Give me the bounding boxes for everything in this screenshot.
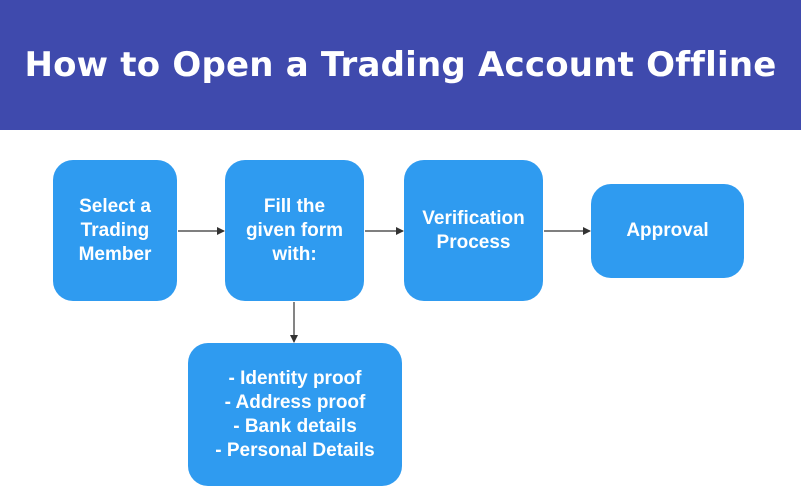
step-select-trading-member: Select a Trading Member [53,160,177,301]
title-banner: How to Open a Trading Account Offline [0,0,801,130]
step-label: Select a Trading Member [78,195,152,265]
step-approval: Approval [591,184,744,278]
step-label: Verification Process [422,207,525,253]
step-fill-form: Fill the given form with: [225,160,364,301]
documents-label: - Identity proof - Address proof - Bank … [215,367,375,461]
step-label: Approval [626,220,709,241]
page-title: How to Open a Trading Account Offline [24,45,777,85]
step-label: Fill the given form with: [245,195,344,265]
form-documents-list: - Identity proof - Address proof - Bank … [188,343,402,486]
step-verification-process: Verification Process [404,160,543,301]
